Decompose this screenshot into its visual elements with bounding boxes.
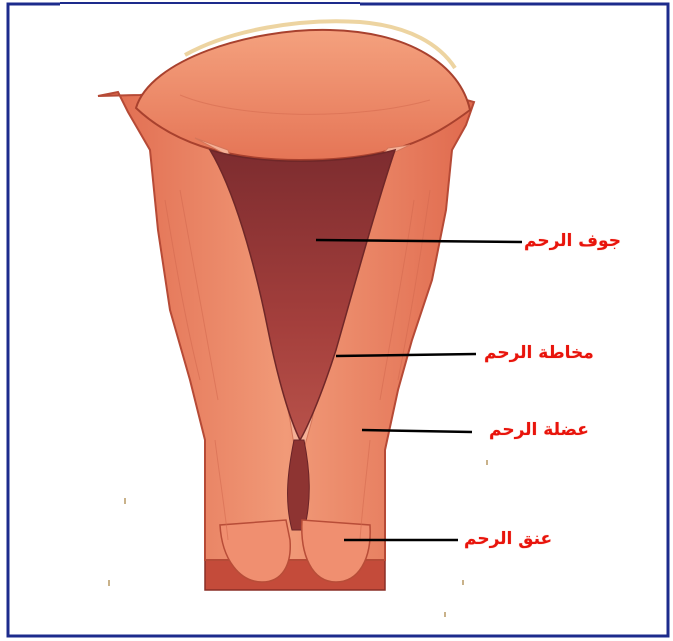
- label-endometrium: مخاطة الرحم: [484, 343, 594, 363]
- fundus: [136, 30, 470, 160]
- label-uterine-cavity: جوف الرحم: [524, 231, 621, 251]
- label-cervix: عنق الرحم: [464, 529, 552, 549]
- label-myometrium: عضلة الرحم: [489, 420, 589, 440]
